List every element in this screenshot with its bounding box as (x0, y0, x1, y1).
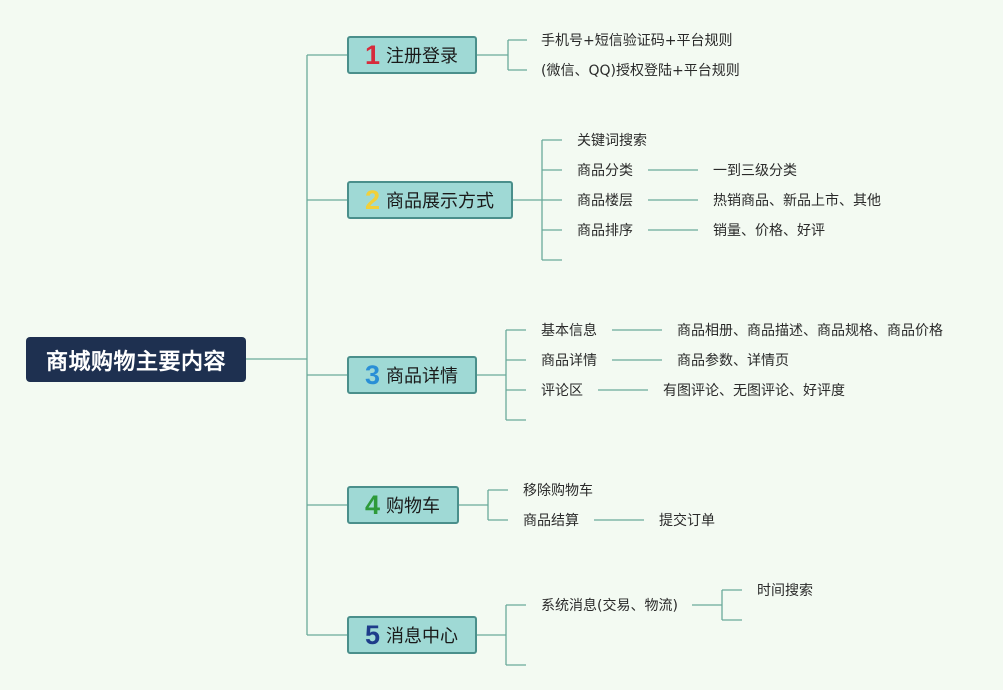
leaf-detail[interactable]: 销量、价格、好评 (713, 223, 825, 239)
branch-label: 消息中心 (386, 626, 459, 647)
leaf-node[interactable]: 关键词搜索 (577, 133, 647, 149)
branch-label: 商品详情 (386, 366, 459, 387)
leaf-node[interactable]: 商品排序 (577, 223, 633, 239)
leaf-detail[interactable]: 商品参数、详情页 (677, 353, 789, 369)
leaf-node[interactable]: 商品楼层 (577, 193, 633, 209)
number-4-icon: 4 (365, 489, 381, 520)
leaf-node[interactable]: 系统消息(交易、物流) (541, 598, 678, 614)
leaf-detail[interactable]: 有图评论、无图评论、好评度 (663, 383, 845, 399)
leaf-detail[interactable]: 提交订单 (659, 513, 715, 529)
branch-label: 购物车 (386, 496, 441, 517)
leaf-node[interactable]: (微信、QQ)授权登陆+平台规则 (541, 63, 740, 79)
leaf-detail[interactable]: 热销商品、新品上市、其他 (713, 193, 881, 209)
leaf-node[interactable]: 基本信息 (541, 323, 597, 339)
leaf-detail[interactable]: 一到三级分类 (713, 163, 797, 179)
number-5-icon: 5 (365, 619, 381, 650)
leaf-node[interactable]: 移除购物车 (523, 483, 593, 499)
leaf-node[interactable]: 评论区 (541, 383, 583, 399)
leaf-detail[interactable]: 时间搜索 (757, 583, 813, 599)
leaf-detail[interactable]: 商品相册、商品描述、商品规格、商品价格 (677, 323, 943, 339)
leaf-node[interactable]: 商品详情 (541, 353, 597, 369)
number-1-icon: 1 (365, 39, 381, 70)
number-3-icon: 3 (365, 359, 381, 390)
branch-node-4[interactable]: 4 购物车 (347, 486, 459, 524)
leaf-node[interactable]: 商品分类 (577, 163, 633, 179)
branch-node-1[interactable]: 1 注册登录 (347, 36, 477, 74)
branch-node-2[interactable]: 2 商品展示方式 (347, 181, 513, 219)
number-2-icon: 2 (365, 184, 381, 215)
root-node[interactable]: 商城购物主要内容 (26, 337, 246, 382)
root-label: 商城购物主要内容 (45, 349, 226, 375)
leaf-node[interactable]: 商品结算 (523, 513, 579, 529)
branch-label: 注册登录 (386, 46, 459, 67)
branch-label: 商品展示方式 (386, 191, 495, 212)
branch-node-5[interactable]: 5 消息中心 (347, 616, 477, 654)
branch-node-3[interactable]: 3 商品详情 (347, 356, 477, 394)
leaf-node[interactable]: 手机号+短信验证码+平台规则 (541, 33, 733, 49)
